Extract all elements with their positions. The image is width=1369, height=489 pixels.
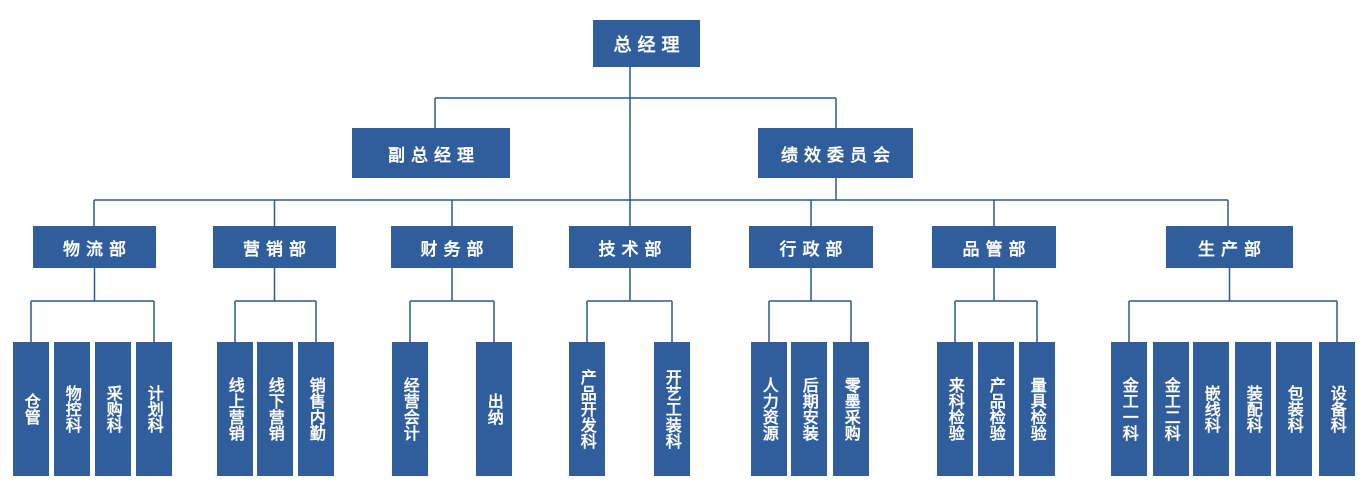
org-node-management-accounting: 经营会计 xyxy=(392,342,428,476)
org-node-dept-logistics: 物流部 xyxy=(33,226,156,268)
org-node-dept-quality: 品管部 xyxy=(932,226,1056,268)
org-node-performance-committee: 绩效委员会 xyxy=(758,128,913,178)
org-node-human-resources: 人力资源 xyxy=(751,342,787,476)
org-node-product-inspection: 产品检验 xyxy=(978,342,1014,476)
connector-group-finance xyxy=(409,268,495,342)
org-node-assembly: 装配科 xyxy=(1235,342,1271,476)
org-node-dept-finance: 财务部 xyxy=(391,226,513,268)
org-node-metalwork-2: 金工二科 xyxy=(1153,342,1189,476)
connector-group-marketing xyxy=(234,268,317,342)
org-node-misc-procurement: 零墨采购 xyxy=(833,342,869,476)
connector-group-logistics xyxy=(30,268,155,342)
org-node-dept-administration: 行政部 xyxy=(749,226,873,268)
org-node-dept-marketing: 营销部 xyxy=(213,226,336,268)
org-node-cashier: 出纳 xyxy=(476,342,512,476)
connector-level2 xyxy=(434,97,837,200)
org-node-dept-production: 生产部 xyxy=(1166,226,1293,268)
org-node-general-manager: 总经理 xyxy=(593,20,700,67)
org-node-winding: 嵌线科 xyxy=(1193,342,1229,476)
org-node-offline-marketing: 线下营销 xyxy=(257,342,293,476)
org-node-gauge-inspection: 量具检验 xyxy=(1019,342,1055,476)
org-node-process-tooling: 开艺工装科 xyxy=(654,342,690,476)
org-node-incoming-inspection: 来科检验 xyxy=(937,342,973,476)
org-node-online-marketing: 线上营销 xyxy=(217,342,253,476)
org-node-material-control: 物控科 xyxy=(54,342,90,476)
org-node-metalwork-1: 金工一科 xyxy=(1111,342,1147,476)
connector-group-admin xyxy=(768,268,852,342)
connector-group-technology xyxy=(586,268,673,342)
org-node-purchasing: 采购科 xyxy=(95,342,131,476)
connector-group-production xyxy=(1128,268,1338,342)
org-node-sales-support: 销售内勤 xyxy=(298,342,334,476)
org-node-product-development: 产品开发科 xyxy=(569,342,605,476)
org-node-dept-technology: 技术部 xyxy=(569,226,691,268)
org-node-post-installation: 后期安装 xyxy=(791,342,827,476)
org-node-packaging: 包装科 xyxy=(1276,342,1312,476)
connector-group-quality xyxy=(954,268,1038,342)
org-node-deputy-general-manager: 副总经理 xyxy=(352,128,510,178)
org-node-warehouse: 仓管 xyxy=(13,342,49,476)
org-node-planning: 计划科 xyxy=(136,342,172,476)
connector-level3 xyxy=(93,199,1229,226)
org-node-equipment: 设备科 xyxy=(1319,342,1355,476)
